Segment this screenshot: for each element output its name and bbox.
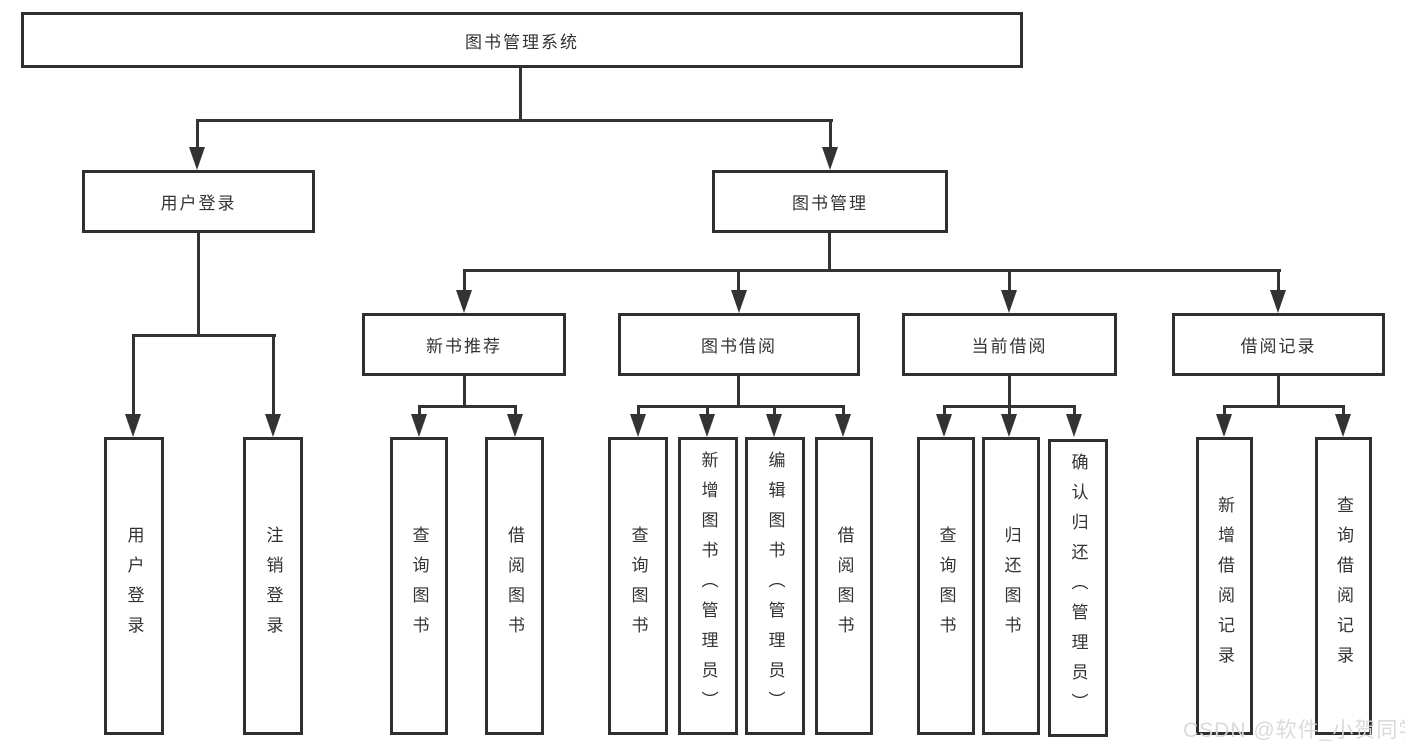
- arrowhead-down-icon: [936, 414, 952, 437]
- leaf-label: 查询图书: [409, 526, 429, 646]
- connector-line: [514, 405, 517, 415]
- arrowhead-down-icon: [265, 414, 281, 437]
- arrowhead-down-icon: [1001, 414, 1017, 437]
- node-label: 用户登录: [160, 194, 237, 213]
- connector-line: [1223, 405, 1345, 408]
- leaf-label: 借阅图书: [834, 526, 854, 646]
- leaf-query-books-borrowing: 查询图书: [608, 437, 668, 735]
- connector-line: [1277, 269, 1280, 291]
- connector-line: [197, 233, 200, 336]
- leaf-label: 注销登录: [263, 526, 283, 646]
- connector-line: [1223, 405, 1226, 415]
- leaf-edit-book-admin: 编辑图书（管理员）: [745, 437, 805, 735]
- arrowhead-down-icon: [1270, 290, 1286, 313]
- leaf-borrow-books-borrowing: 借阅图书: [815, 437, 873, 735]
- connector-line: [1008, 269, 1011, 291]
- connector-line: [1008, 405, 1011, 415]
- node-user-login: 用户登录: [82, 170, 315, 233]
- node-book-management: 图书管理: [712, 170, 948, 233]
- arrowhead-down-icon: [1335, 414, 1351, 437]
- leaf-borrow-books-recommend: 借阅图书: [485, 437, 544, 735]
- leaf-label: 归还图书: [1001, 526, 1021, 646]
- leaf-add-book-admin: 新增图书（管理员）: [678, 437, 738, 735]
- arrowhead-down-icon: [411, 414, 427, 437]
- leaf-add-borrow-record: 新增借阅记录: [1196, 437, 1253, 735]
- node-label: 图书管理系统: [465, 32, 579, 52]
- node-label: 新书推荐: [426, 337, 502, 356]
- connector-line: [943, 405, 946, 415]
- connector-line: [1342, 405, 1345, 415]
- leaf-label: 查询借阅记录: [1334, 496, 1353, 676]
- node-label: 当前借阅: [971, 337, 1048, 356]
- connector-line: [132, 334, 276, 337]
- connector-line: [1277, 376, 1280, 407]
- node-current-borrowing: 当前借阅: [902, 313, 1117, 376]
- leaf-query-books-current: 查询图书: [917, 437, 975, 735]
- connector-line: [1073, 405, 1076, 415]
- arrowhead-down-icon: [456, 290, 472, 313]
- leaf-label: 借阅图书: [505, 526, 524, 646]
- arrowhead-down-icon: [507, 414, 523, 437]
- connector-line: [737, 376, 740, 407]
- node-new-book-recommendation: 新书推荐: [362, 313, 566, 376]
- leaf-label: 查询图书: [628, 526, 648, 646]
- connector-line: [842, 405, 845, 415]
- arrowhead-down-icon: [699, 414, 715, 437]
- connector-line: [637, 405, 845, 408]
- connector-line: [418, 405, 421, 415]
- arrowhead-down-icon: [1066, 414, 1082, 437]
- arrowhead-down-icon: [125, 414, 141, 437]
- connector-line: [829, 119, 832, 148]
- arrowhead-down-icon: [835, 414, 851, 437]
- csdn-watermark: CSDN @软件_小贺同学: [1183, 719, 1405, 742]
- arrowhead-down-icon: [189, 147, 205, 170]
- arrowhead-down-icon: [731, 290, 747, 313]
- node-label: 借阅记录: [1240, 337, 1317, 356]
- connector-line: [132, 334, 135, 416]
- leaf-label: 新增图书（管理员）: [698, 451, 718, 721]
- arrowhead-down-icon: [1216, 414, 1232, 437]
- node-library-management-system: 图书管理系统: [21, 12, 1023, 68]
- connector-line: [1008, 376, 1011, 407]
- leaf-label: 查询图书: [936, 526, 956, 646]
- connector-line: [463, 269, 466, 291]
- connector-line: [637, 405, 640, 415]
- leaf-return-book: 归还图书: [982, 437, 1040, 735]
- arrowhead-down-icon: [822, 147, 838, 170]
- arrowhead-down-icon: [766, 414, 782, 437]
- leaf-confirm-return-admin: 确认归还（管理员）: [1048, 439, 1108, 737]
- leaf-label: 编辑图书（管理员）: [765, 451, 785, 721]
- leaf-user-login: 用户登录: [104, 437, 164, 735]
- connector-line: [737, 269, 740, 291]
- node-borrowing-records: 借阅记录: [1172, 313, 1385, 376]
- connector-line: [196, 119, 833, 122]
- leaf-query-borrow-record: 查询借阅记录: [1315, 437, 1372, 735]
- connector-line: [519, 68, 522, 120]
- arrowhead-down-icon: [630, 414, 646, 437]
- leaf-logout: 注销登录: [243, 437, 303, 735]
- connector-line: [463, 376, 466, 407]
- node-label: 图书借阅: [701, 337, 777, 356]
- leaf-query-books-recommend: 查询图书: [390, 437, 448, 735]
- node-book-borrowing: 图书借阅: [618, 313, 860, 376]
- connector-line: [272, 334, 275, 416]
- arrowhead-down-icon: [1001, 290, 1017, 313]
- connector-line: [773, 405, 776, 415]
- connector-line: [828, 233, 831, 272]
- leaf-label: 确认归还（管理员）: [1068, 453, 1088, 723]
- leaf-label: 用户登录: [124, 526, 144, 646]
- connector-line: [196, 119, 199, 148]
- leaf-label: 新增借阅记录: [1215, 496, 1234, 676]
- connector-line: [706, 405, 709, 415]
- node-label: 图书管理: [792, 194, 868, 213]
- connector-line: [463, 269, 1281, 272]
- connector-line: [418, 405, 517, 408]
